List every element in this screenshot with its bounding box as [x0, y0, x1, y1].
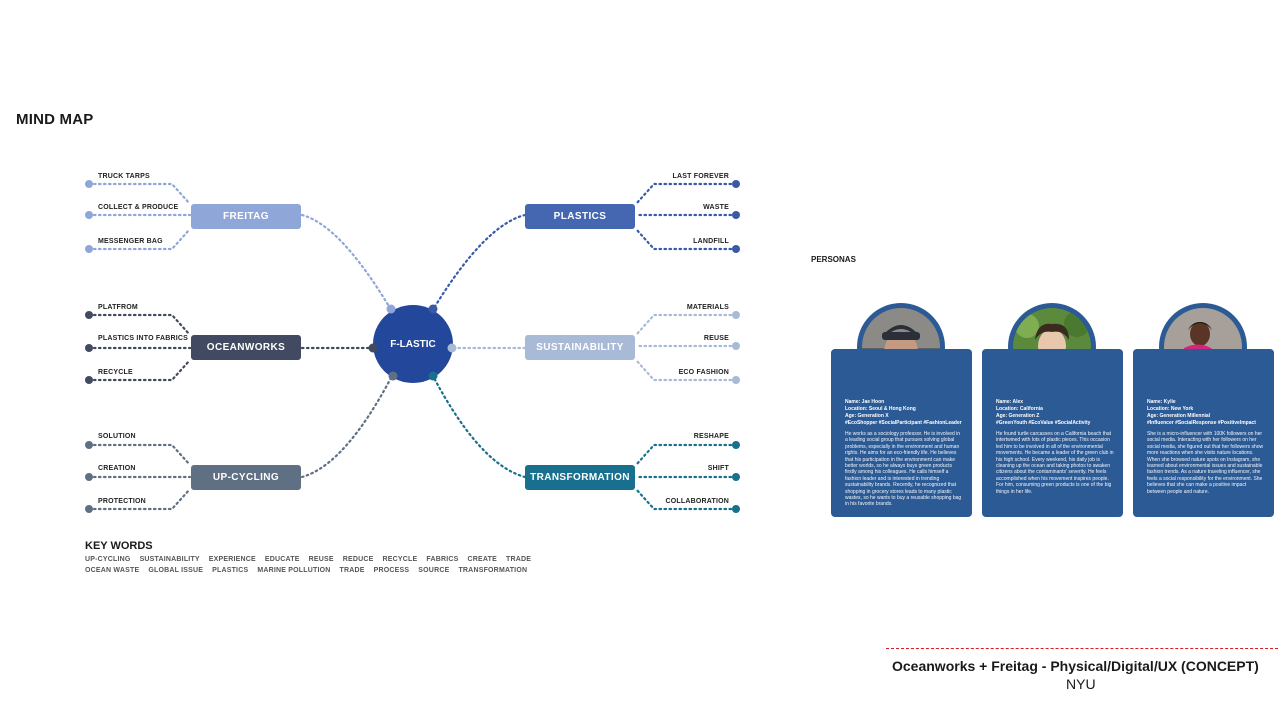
keyword: REUSE: [308, 556, 334, 563]
persona-1-tags: #EcoShopper #SocialParticipant #FashionL…: [845, 420, 962, 426]
persona-1-location: Location: Seoul & Hong Kong: [845, 406, 916, 412]
persona-1-bio: He works as a sociology professor. He is…: [845, 431, 962, 508]
persona-1-meta: Name: Jae Hoon Location: Seoul & Hong Ko…: [845, 399, 967, 427]
leaf-recycle: RECYCLE: [98, 369, 133, 376]
persona-3-name: Name: Kylie: [1147, 399, 1176, 405]
keyword: MARINE POLLUTION: [257, 567, 331, 574]
leaf-messenger-bag: MESSENGER BAG: [98, 238, 163, 245]
persona-2-name: Name: Alex: [996, 399, 1024, 405]
keyword: PLASTICS: [212, 567, 249, 574]
footer-subtitle: NYU: [1066, 676, 1096, 692]
leaf-platfrom: PLATFROM: [98, 304, 138, 311]
keyword: TRADE: [339, 567, 365, 574]
keyword: PROCESS: [373, 567, 410, 574]
center-node: F-LASTIC: [373, 305, 453, 383]
persona-2-meta: Name: Alex Location: California Age: Gen…: [996, 399, 1118, 427]
leaf-landfill: LANDFILL: [693, 238, 729, 245]
persona-card-3: Name: Kylie Location: New York Age: Gene…: [1133, 349, 1274, 517]
keywords-title: KEY WORDS: [85, 540, 153, 552]
persona-2-tags: #GreenYouth #EcoValue #SocialActivity: [996, 420, 1091, 426]
branch-transformation: TRANSFORMATION: [525, 465, 635, 490]
persona-1-age: Age: Generation X: [845, 413, 889, 419]
keywords-row-2: OCEAN WASTE GLOBAL ISSUE PLASTICS MARINE PO…: [85, 567, 536, 574]
keyword: CREATE: [467, 556, 497, 563]
keyword: SUSTAINABILITY: [139, 556, 200, 563]
keyword: UP-CYCLING: [85, 556, 131, 563]
keyword: GLOBAL ISSUE: [148, 567, 204, 574]
branch-plastics: PLASTICS: [525, 204, 635, 229]
keyword: TRADE: [505, 556, 532, 563]
keyword: REDUCE: [342, 556, 374, 563]
keyword: RECYCLE: [382, 556, 418, 563]
persona-2-age: Age: Generation Z: [996, 413, 1040, 419]
leaf-creation: CREATION: [98, 465, 136, 472]
persona-3-location: Location: New York: [1147, 406, 1194, 412]
leaf-materials: MATERIALS: [686, 304, 729, 311]
leaf-protection: PROTECTION: [98, 498, 146, 505]
leaf-reshape: RESHAPE: [693, 433, 729, 440]
leaf-collect-produce: COLLECT & PRODUCE: [98, 204, 179, 211]
keywords-row-1: UP-CYCLING SUSTAINABILITY EXPERIENCE EDUCAT…: [85, 556, 540, 563]
branch-upcycling: UP-CYCLING: [191, 465, 301, 490]
persona-card-1: Name: Jae Hoon Location: Seoul & Hong Ko…: [831, 349, 972, 517]
persona-3-bio: She is a micro-influencer with 100K foll…: [1147, 431, 1264, 495]
persona-1-name: Name: Jae Hoon: [845, 399, 885, 405]
leaf-reuse: REUSE: [703, 335, 729, 342]
mind-map-connectors: [85, 180, 740, 513]
persona-3-tags: #Influencer #SocialResponse #PositiveImp…: [1147, 420, 1256, 426]
branch-freitag: FREITAG: [191, 204, 301, 229]
leaf-plastics-into-fabrics: PLASTICS INTO FABRICS: [98, 335, 189, 342]
center-connector-dots: [368, 304, 457, 381]
persona-3-age: Age: Generation Millennial: [1147, 413, 1211, 419]
keyword: TRANSFORMATION: [458, 567, 528, 574]
keyword: FABRICS: [426, 556, 459, 563]
leaf-eco-fashion: ECO FASHION: [678, 369, 729, 376]
leaf-last-forever: LAST FOREVER: [672, 173, 729, 180]
persona-card-2: Name: Alex Location: California Age: Gen…: [982, 349, 1123, 517]
persona-3-meta: Name: Kylie Location: New York Age: Gene…: [1147, 399, 1269, 427]
leaf-waste: WASTE: [703, 204, 729, 211]
footer-divider: [886, 648, 1278, 649]
page-title: MIND MAP: [16, 111, 94, 128]
branch-sustainability: SUSTAINABILITY: [525, 335, 635, 360]
leaf-truck-tarps: TRUCK TARPS: [98, 173, 150, 180]
leaf-collaboration: COLLABORATION: [665, 498, 729, 505]
leaf-shift: SHIFT: [707, 465, 729, 472]
keyword: SOURCE: [418, 567, 450, 574]
leaf-solution: SOLUTION: [98, 433, 136, 440]
footer-title: Oceanworks + Freitag - Physical/Digital/…: [892, 658, 1259, 674]
keyword: EDUCATE: [264, 556, 300, 563]
keyword: OCEAN WASTE: [85, 567, 140, 574]
persona-2-bio: He found turtle carcasses on a Californi…: [996, 431, 1114, 495]
keyword: EXPERIENCE: [208, 556, 256, 563]
personas-title: PERSONAS: [811, 255, 856, 264]
branch-oceanworks: OCEANWORKS: [191, 335, 301, 360]
persona-2-location: Location: California: [996, 406, 1043, 412]
